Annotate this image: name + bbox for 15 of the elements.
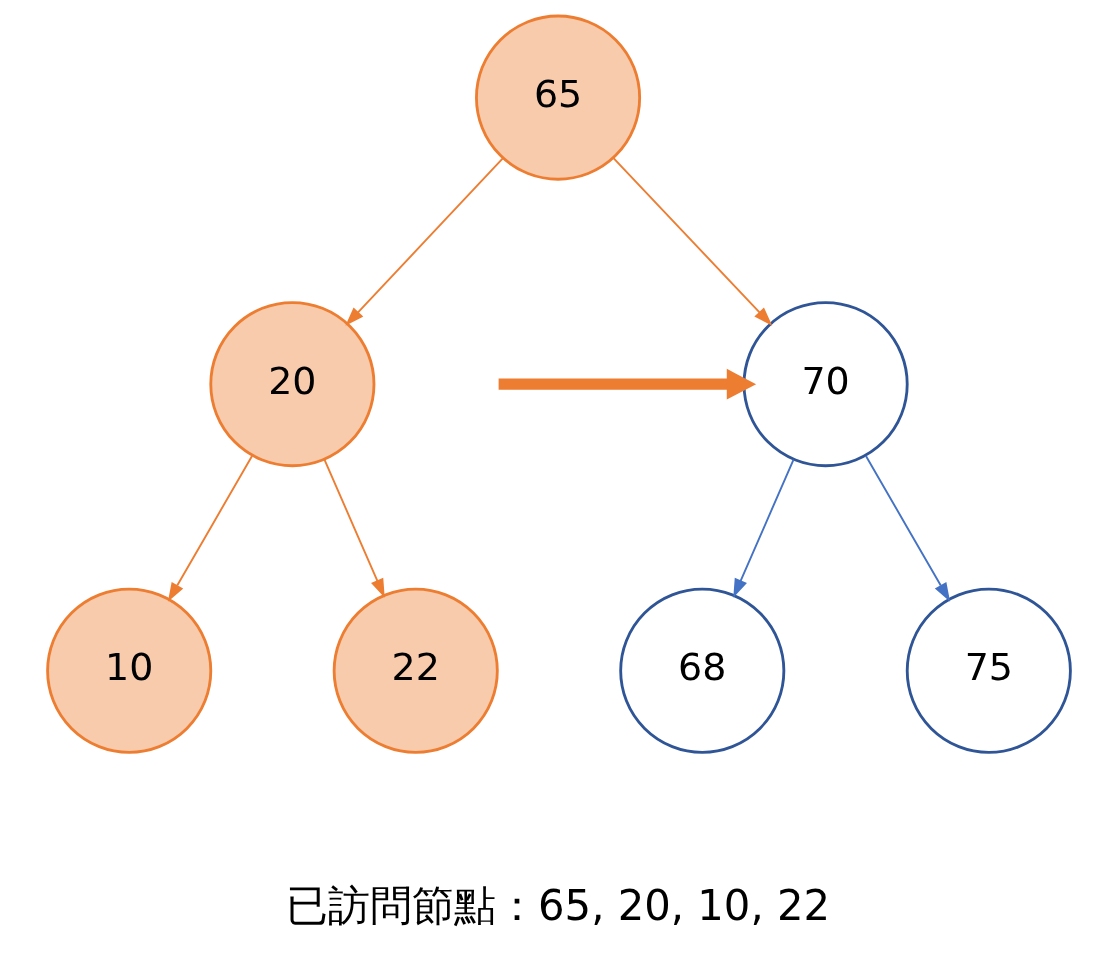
node-circle: 75 [905,587,1072,754]
arrow [498,368,757,400]
node-circle: 22 [332,587,499,754]
arrow [865,455,951,602]
arrow [345,157,504,326]
node-circle: 10 [46,587,213,754]
label: 已訪問節點：65, 20, 10, 22 [286,881,831,931]
node-circle: 70 [742,301,909,468]
arrow [167,455,253,602]
node-circle: 65 [475,14,642,181]
arrow [612,157,773,326]
node-circle: 68 [619,587,786,754]
arrow [733,458,795,598]
node-circle: 20 [209,301,376,468]
arrow [323,458,385,598]
